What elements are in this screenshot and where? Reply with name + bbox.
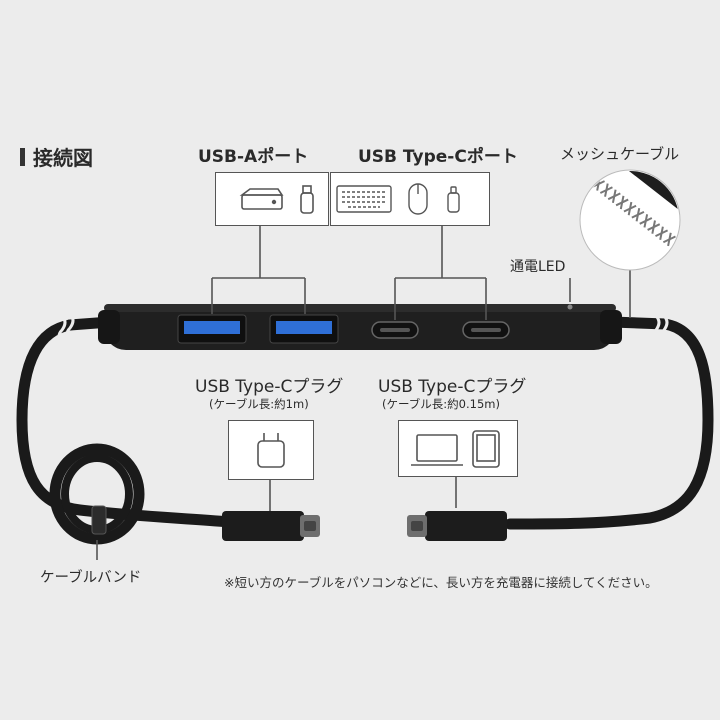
charger-box — [228, 420, 314, 480]
diagram-heading: 接続図 — [20, 142, 93, 171]
cable-break-right — [651, 314, 669, 345]
usb-c-port-1 — [371, 321, 419, 339]
usb-a-port-2 — [269, 314, 339, 344]
usb-c-device-box — [330, 172, 490, 226]
usb-a-port-label: USB-Aポート — [198, 147, 309, 167]
usb-c-plug-short — [407, 511, 507, 541]
cable-band-label: ケーブルバンド — [40, 570, 142, 586]
heading-text: 接続図 — [33, 146, 93, 170]
usb-c-port-label: USB Type-Cポート — [358, 147, 518, 167]
power-led — [567, 304, 573, 310]
plug-long-label: USB Type-Cプラグ — [195, 377, 344, 397]
usb-a-port-1 — [177, 314, 247, 344]
charger-icon — [257, 433, 285, 468]
plug-short-label: USB Type-Cプラグ — [378, 377, 527, 397]
short-cable — [504, 316, 714, 530]
usb-a-device-box — [215, 172, 329, 226]
usb-c-plug-long — [222, 511, 320, 541]
tablet-icon — [472, 430, 500, 468]
connector-lines — [96, 226, 631, 560]
heading-marker — [20, 147, 25, 166]
cable-break-left — [57, 312, 75, 345]
long-cable — [16, 316, 236, 545]
power-led-label: 通電LED — [510, 259, 566, 275]
cable-band — [91, 505, 107, 535]
usb-c-port-2 — [462, 321, 510, 339]
hdd-icon — [239, 188, 284, 210]
laptop-icon — [411, 434, 463, 466]
plug-short-note: (ケーブル長:約0.15m) — [382, 397, 500, 411]
computer-box — [398, 420, 518, 477]
mesh-cable-label: メッシュケーブル — [560, 145, 680, 163]
mouse-icon — [408, 183, 428, 215]
usb-c-stick-icon — [447, 186, 460, 213]
keyboard-icon — [336, 185, 392, 213]
usage-note: ※短い方のケーブルをパソコンなどに、長い方を充電器に接続してください。 — [224, 575, 658, 590]
usb-stick-icon — [300, 185, 314, 214]
plug-long-note: (ケーブル長:約1m) — [209, 397, 309, 411]
